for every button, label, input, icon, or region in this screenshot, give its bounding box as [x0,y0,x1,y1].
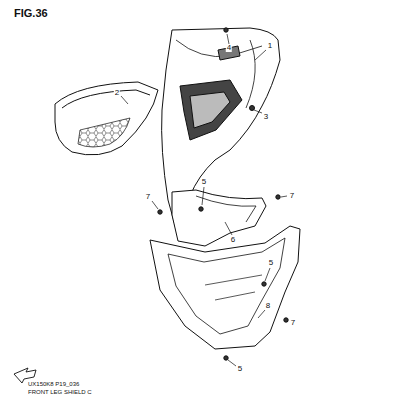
floor-rib [205,275,262,300]
callout-number: 1 [267,42,273,50]
shield-inner-light [190,92,230,128]
front-arrow-icon [14,368,36,383]
leader-lines [121,34,288,366]
callout-number: 7 [289,192,295,200]
drawing-caption: FRONT LEG SHIELD C [28,389,92,395]
screw [276,195,280,199]
screw [250,106,255,111]
callout-number: 5 [201,178,207,186]
emblem-rim [62,90,150,108]
figure-title: FIG.36 [14,8,48,19]
callout-number: 4 [226,44,232,52]
callout-number: 2 [114,89,120,97]
callout-number: 6 [230,236,236,244]
clip [224,28,228,32]
inner-cover [172,190,266,246]
callout-number: 7 [290,319,296,327]
inner-cover-edge [196,196,256,222]
clip [199,207,203,211]
clip [262,282,266,286]
callout-number: 3 [263,113,269,121]
shield-crease [176,40,262,108]
shield-opening [180,80,242,140]
floor-cutout [168,238,285,334]
emblem-panel [55,82,158,155]
screw [158,210,162,214]
drawing-code: UX150K8 P19_036 [28,381,79,387]
callout-number: 8 [265,302,271,310]
clip [224,356,228,360]
emblem-honeycomb [78,118,130,147]
callout-number: 7 [145,193,151,201]
floor-panel [150,226,300,349]
callout-number: 5 [237,365,243,373]
callout-number: 5 [268,259,274,267]
screw [284,318,288,322]
